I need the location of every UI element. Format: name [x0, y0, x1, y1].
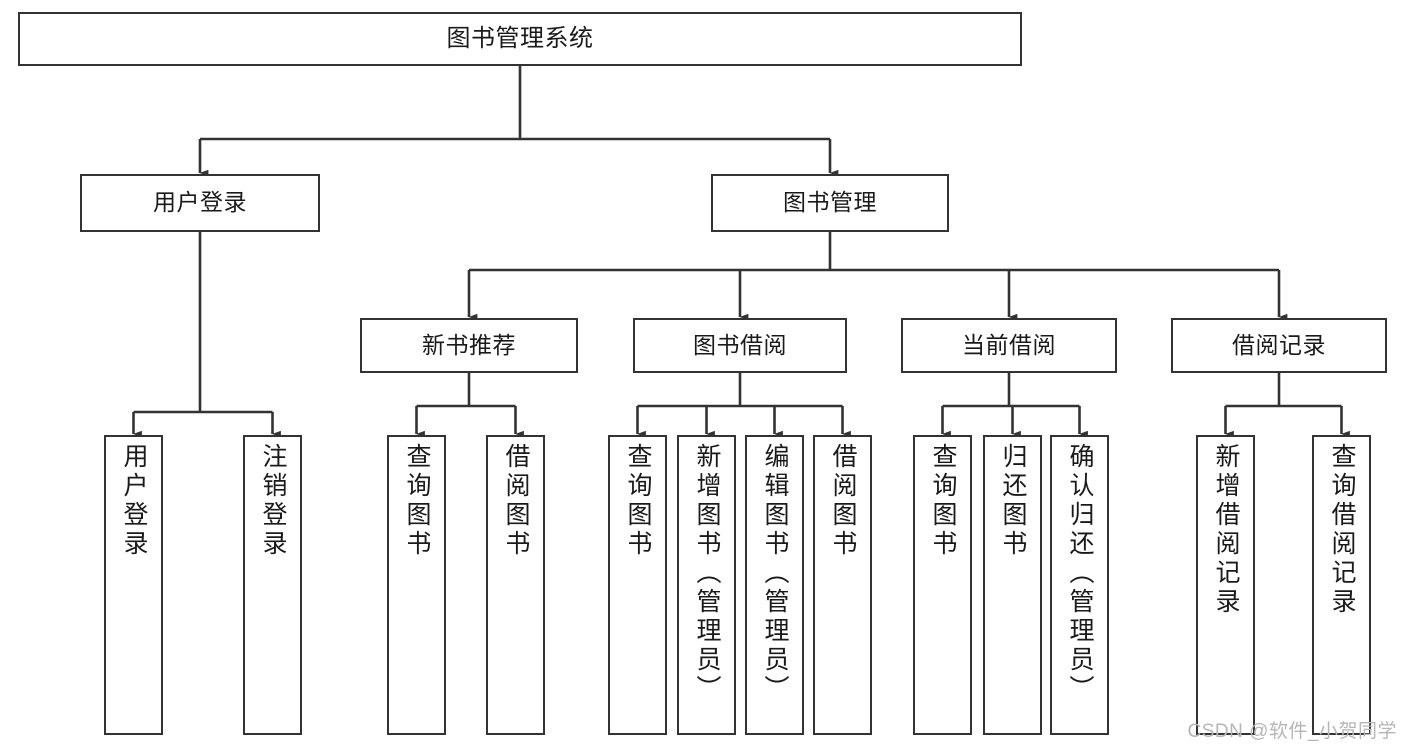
node-leaf-user-login[interactable]: 用户登录: [104, 435, 163, 735]
node-label: 用户登录: [120, 443, 148, 559]
node-leaf-edit-book[interactable]: 编辑图书（管理员）: [745, 435, 804, 735]
node-leaf-query-record[interactable]: 查询借阅记录: [1312, 435, 1371, 735]
node-label: 借阅图书: [502, 443, 530, 559]
node-leaf-query-book-1[interactable]: 查询图书: [387, 435, 446, 735]
node-label: 新书推荐: [422, 331, 516, 358]
node-label: 新增图书（管理员）: [693, 443, 721, 704]
watermark-text: CSDN @软件_小贺同学: [1187, 721, 1397, 742]
node-label: 借阅记录: [1232, 331, 1326, 358]
node-user-login[interactable]: 用户登录: [80, 174, 320, 232]
node-book-manage[interactable]: 图书管理: [711, 174, 949, 232]
node-leaf-return-book[interactable]: 归还图书: [983, 435, 1042, 735]
node-new-book-rec[interactable]: 新书推荐: [360, 318, 578, 373]
node-current-borrow[interactable]: 当前借阅: [901, 318, 1117, 373]
node-root[interactable]: 图书管理系统: [18, 12, 1022, 66]
node-label: 归还图书: [999, 443, 1027, 559]
node-borrow-record[interactable]: 借阅记录: [1171, 318, 1387, 373]
node-label: 查询图书: [403, 443, 431, 559]
node-leaf-user-logout[interactable]: 注销登录: [243, 435, 302, 735]
node-label: 查询图书: [624, 443, 652, 559]
node-leaf-borrow-book-1[interactable]: 借阅图书: [486, 435, 545, 735]
node-label: 当前借阅: [962, 331, 1056, 358]
node-label: 新增借阅记录: [1212, 443, 1240, 617]
node-leaf-query-book-2[interactable]: 查询图书: [608, 435, 667, 735]
node-label: 查询借阅记录: [1328, 443, 1356, 617]
node-label: 确认归还（管理员）: [1066, 443, 1094, 704]
node-label: 图书管理系统: [446, 24, 594, 52]
node-label: 编辑图书（管理员）: [761, 443, 789, 704]
node-label: 图书借阅: [693, 331, 787, 358]
node-label: 借阅图书: [829, 443, 857, 559]
node-leaf-borrow-book-2[interactable]: 借阅图书: [813, 435, 872, 735]
node-label: 查询图书: [929, 443, 957, 559]
node-book-borrow[interactable]: 图书借阅: [633, 318, 847, 373]
node-label: 注销登录: [259, 443, 287, 559]
node-label: 用户登录: [153, 189, 247, 216]
node-leaf-add-record[interactable]: 新增借阅记录: [1196, 435, 1255, 735]
node-leaf-add-book[interactable]: 新增图书（管理员）: [677, 435, 736, 735]
node-leaf-confirm-return[interactable]: 确认归还（管理员）: [1050, 435, 1109, 735]
node-leaf-query-book-3[interactable]: 查询图书: [913, 435, 972, 735]
node-label: 图书管理: [783, 189, 877, 216]
